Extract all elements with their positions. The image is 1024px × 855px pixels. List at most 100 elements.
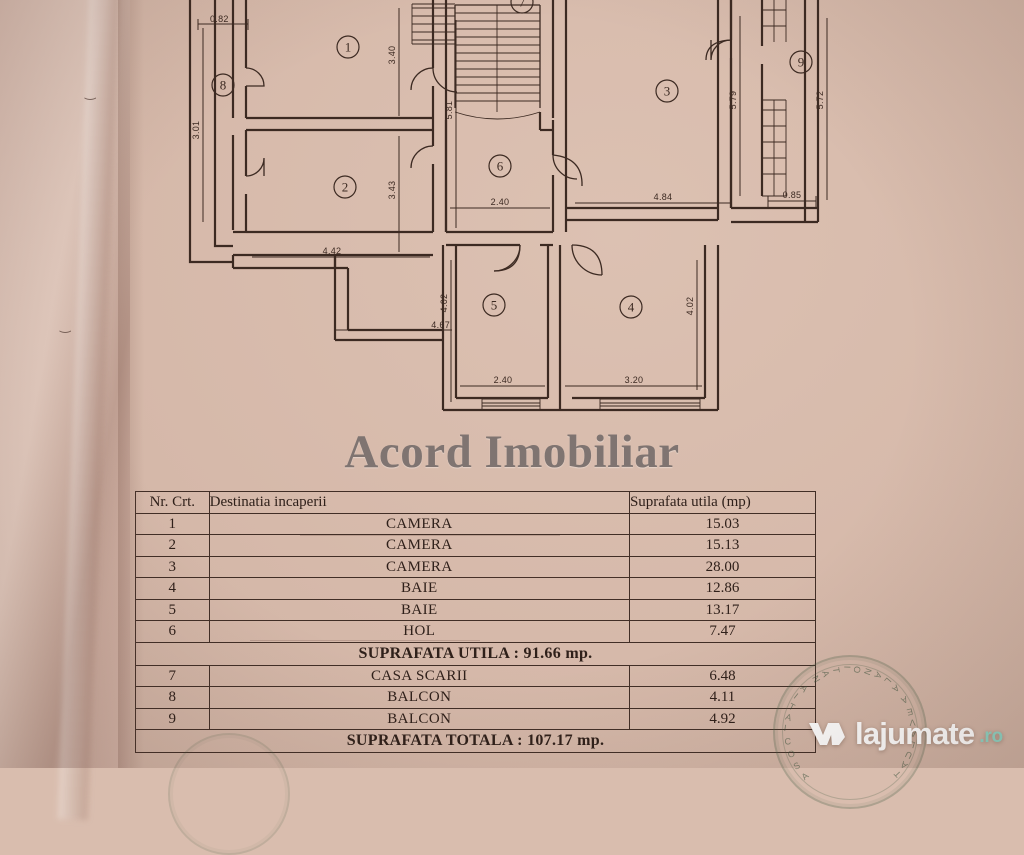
dimension-3-20: 3.20	[565, 375, 702, 387]
room-marker-5: 5	[482, 293, 506, 317]
room-number: 4	[628, 300, 635, 315]
header-destination: Destinatia incaperii	[208, 491, 630, 514]
cell-destination: CASA SCARII	[208, 664, 630, 687]
dimension-3-40: 3.40	[387, 8, 400, 116]
table-row: 3 CAMERA 28.00	[135, 555, 817, 578]
dim-text: 3.01	[191, 121, 201, 140]
room-number: 2	[342, 180, 349, 195]
dim-text: 5.81	[444, 101, 454, 120]
areas-table: Nr. Crt. Destinatia incaperii Suprafata …	[135, 491, 817, 753]
dim-text: 3.40	[387, 46, 397, 65]
table-row: 6 HOL 7.47	[135, 620, 817, 643]
room-marker-6: 6	[488, 154, 512, 178]
page-edge-highlight	[57, 0, 121, 821]
site-watermark: lajumate .ro	[806, 716, 1003, 752]
scan-streak	[300, 535, 560, 536]
room-number: 3	[664, 84, 671, 99]
binding-mark-top: ‿	[85, 85, 96, 100]
table-row: 7 CASA SCARII 6.48	[135, 664, 817, 687]
cell-nr: 2	[135, 534, 210, 557]
table-row: 2 CAMERA 15.13	[135, 534, 817, 557]
table-row: 1 CAMERA 15.03	[135, 512, 817, 535]
cell-nr: 9	[135, 707, 210, 730]
dim-text: 4.67	[431, 320, 450, 330]
scan-streak	[250, 640, 480, 641]
table-header-row: Nr. Crt. Destinatia incaperii Suprafata …	[135, 491, 817, 514]
sheet-inner-shadow	[118, 0, 144, 768]
dim-text: 0.85	[783, 190, 802, 200]
dimension-4-84: 4.84	[575, 192, 730, 204]
dim-text: 2.40	[491, 197, 510, 207]
dim-text: 3.43	[387, 181, 397, 200]
dimension-4-02-left: 4.02	[439, 260, 452, 402]
header-area: Suprafata utila (mp)	[628, 491, 817, 514]
header-nr: Nr. Crt.	[135, 491, 210, 514]
cell-nr: 8	[135, 686, 210, 709]
dimension-5-79: 5.79	[728, 16, 741, 196]
room-marker-4: 4	[619, 295, 643, 319]
cell-destination: HOL	[208, 620, 630, 643]
watermark-text: lajumate	[855, 716, 975, 751]
table-row: 9 BALCON 4.92	[135, 707, 817, 730]
dim-text: 4.02	[685, 297, 695, 316]
dim-text: 3.20	[625, 375, 644, 385]
table-row: 5 BAIE 13.17	[135, 598, 817, 621]
cell-destination: BALCON	[208, 686, 630, 709]
dimension-2-40-bath: 2.40	[460, 375, 545, 387]
cell-area: 12.86	[628, 577, 817, 600]
subtotal-label: SUPRAFATA UTILA : 91.66 mp.	[135, 641, 816, 666]
dimension-5-72: 5.72	[815, 18, 828, 200]
scan-streak	[430, 577, 620, 578]
cell-area: 13.17	[628, 598, 817, 621]
room-marker-3: 3	[655, 79, 679, 103]
dim-text: 4.02	[439, 294, 449, 313]
dimension-0-82: 0.82	[197, 14, 249, 30]
cell-area: 15.13	[628, 534, 817, 557]
cell-nr: 7	[135, 664, 210, 687]
evaluator-stamp-left	[168, 733, 290, 855]
cell-nr: 3	[135, 555, 210, 578]
cell-destination: BALCON	[208, 707, 630, 730]
room-number: 7	[519, 0, 526, 10]
dimension-3-01: 3.01	[191, 28, 204, 222]
room-number: 5	[491, 298, 498, 313]
dim-text: 2.40	[494, 375, 513, 385]
dimension-4-67: 4.67	[336, 320, 452, 331]
cell-destination: CAMERA	[208, 555, 630, 578]
dim-text: 5.79	[728, 91, 738, 110]
room-number: 1	[345, 40, 352, 55]
cell-nr: 1	[135, 512, 210, 535]
room-number: 9	[798, 55, 805, 70]
lajumate-logo-icon	[809, 723, 845, 745]
watermark-tld: .ro	[979, 726, 1003, 747]
room-marker-1: 1	[336, 35, 360, 59]
dimension-5-81: 5.81	[444, 20, 457, 228]
floor-plan: 0.82 3.01 3.40 5.81 3.43 4.42 2.	[188, 0, 828, 412]
binding-mark-bottom: ‿	[60, 318, 71, 333]
dim-text: 4.42	[323, 246, 342, 256]
room-number: 6	[497, 159, 504, 174]
room-marker-8: 8	[211, 73, 235, 97]
areas-table-wrapper: Nr. Crt. Destinatia incaperii Suprafata …	[135, 491, 817, 753]
cell-area: 7.47	[628, 620, 817, 643]
cell-destination: BAIE	[208, 598, 630, 621]
table-row: 4 BAIE 12.86	[135, 577, 817, 600]
dim-text: 4.84	[654, 192, 673, 202]
room-number: 8	[220, 78, 227, 93]
cell-nr: 6	[135, 620, 210, 643]
cell-area: 28.00	[628, 555, 817, 578]
cell-area: 15.03	[628, 512, 817, 535]
room-marker-7: 7	[510, 0, 534, 14]
page-fold-shadow	[0, 0, 130, 821]
cell-destination: CAMERA	[208, 512, 630, 535]
cell-destination: CAMERA	[208, 534, 630, 557]
room-marker-2: 2	[333, 175, 357, 199]
subtotal-row: SUPRAFATA UTILA : 91.66 mp.	[135, 641, 816, 666]
page-title: Acord Imobiliar	[344, 426, 680, 478]
table-row: 8 BALCON 4.11	[135, 686, 817, 709]
cell-nr: 4	[135, 577, 210, 600]
dimension-4-02-right: 4.02	[685, 260, 698, 390]
dimension-4-42: 4.42	[252, 246, 430, 258]
cell-destination: BAIE	[208, 577, 630, 600]
